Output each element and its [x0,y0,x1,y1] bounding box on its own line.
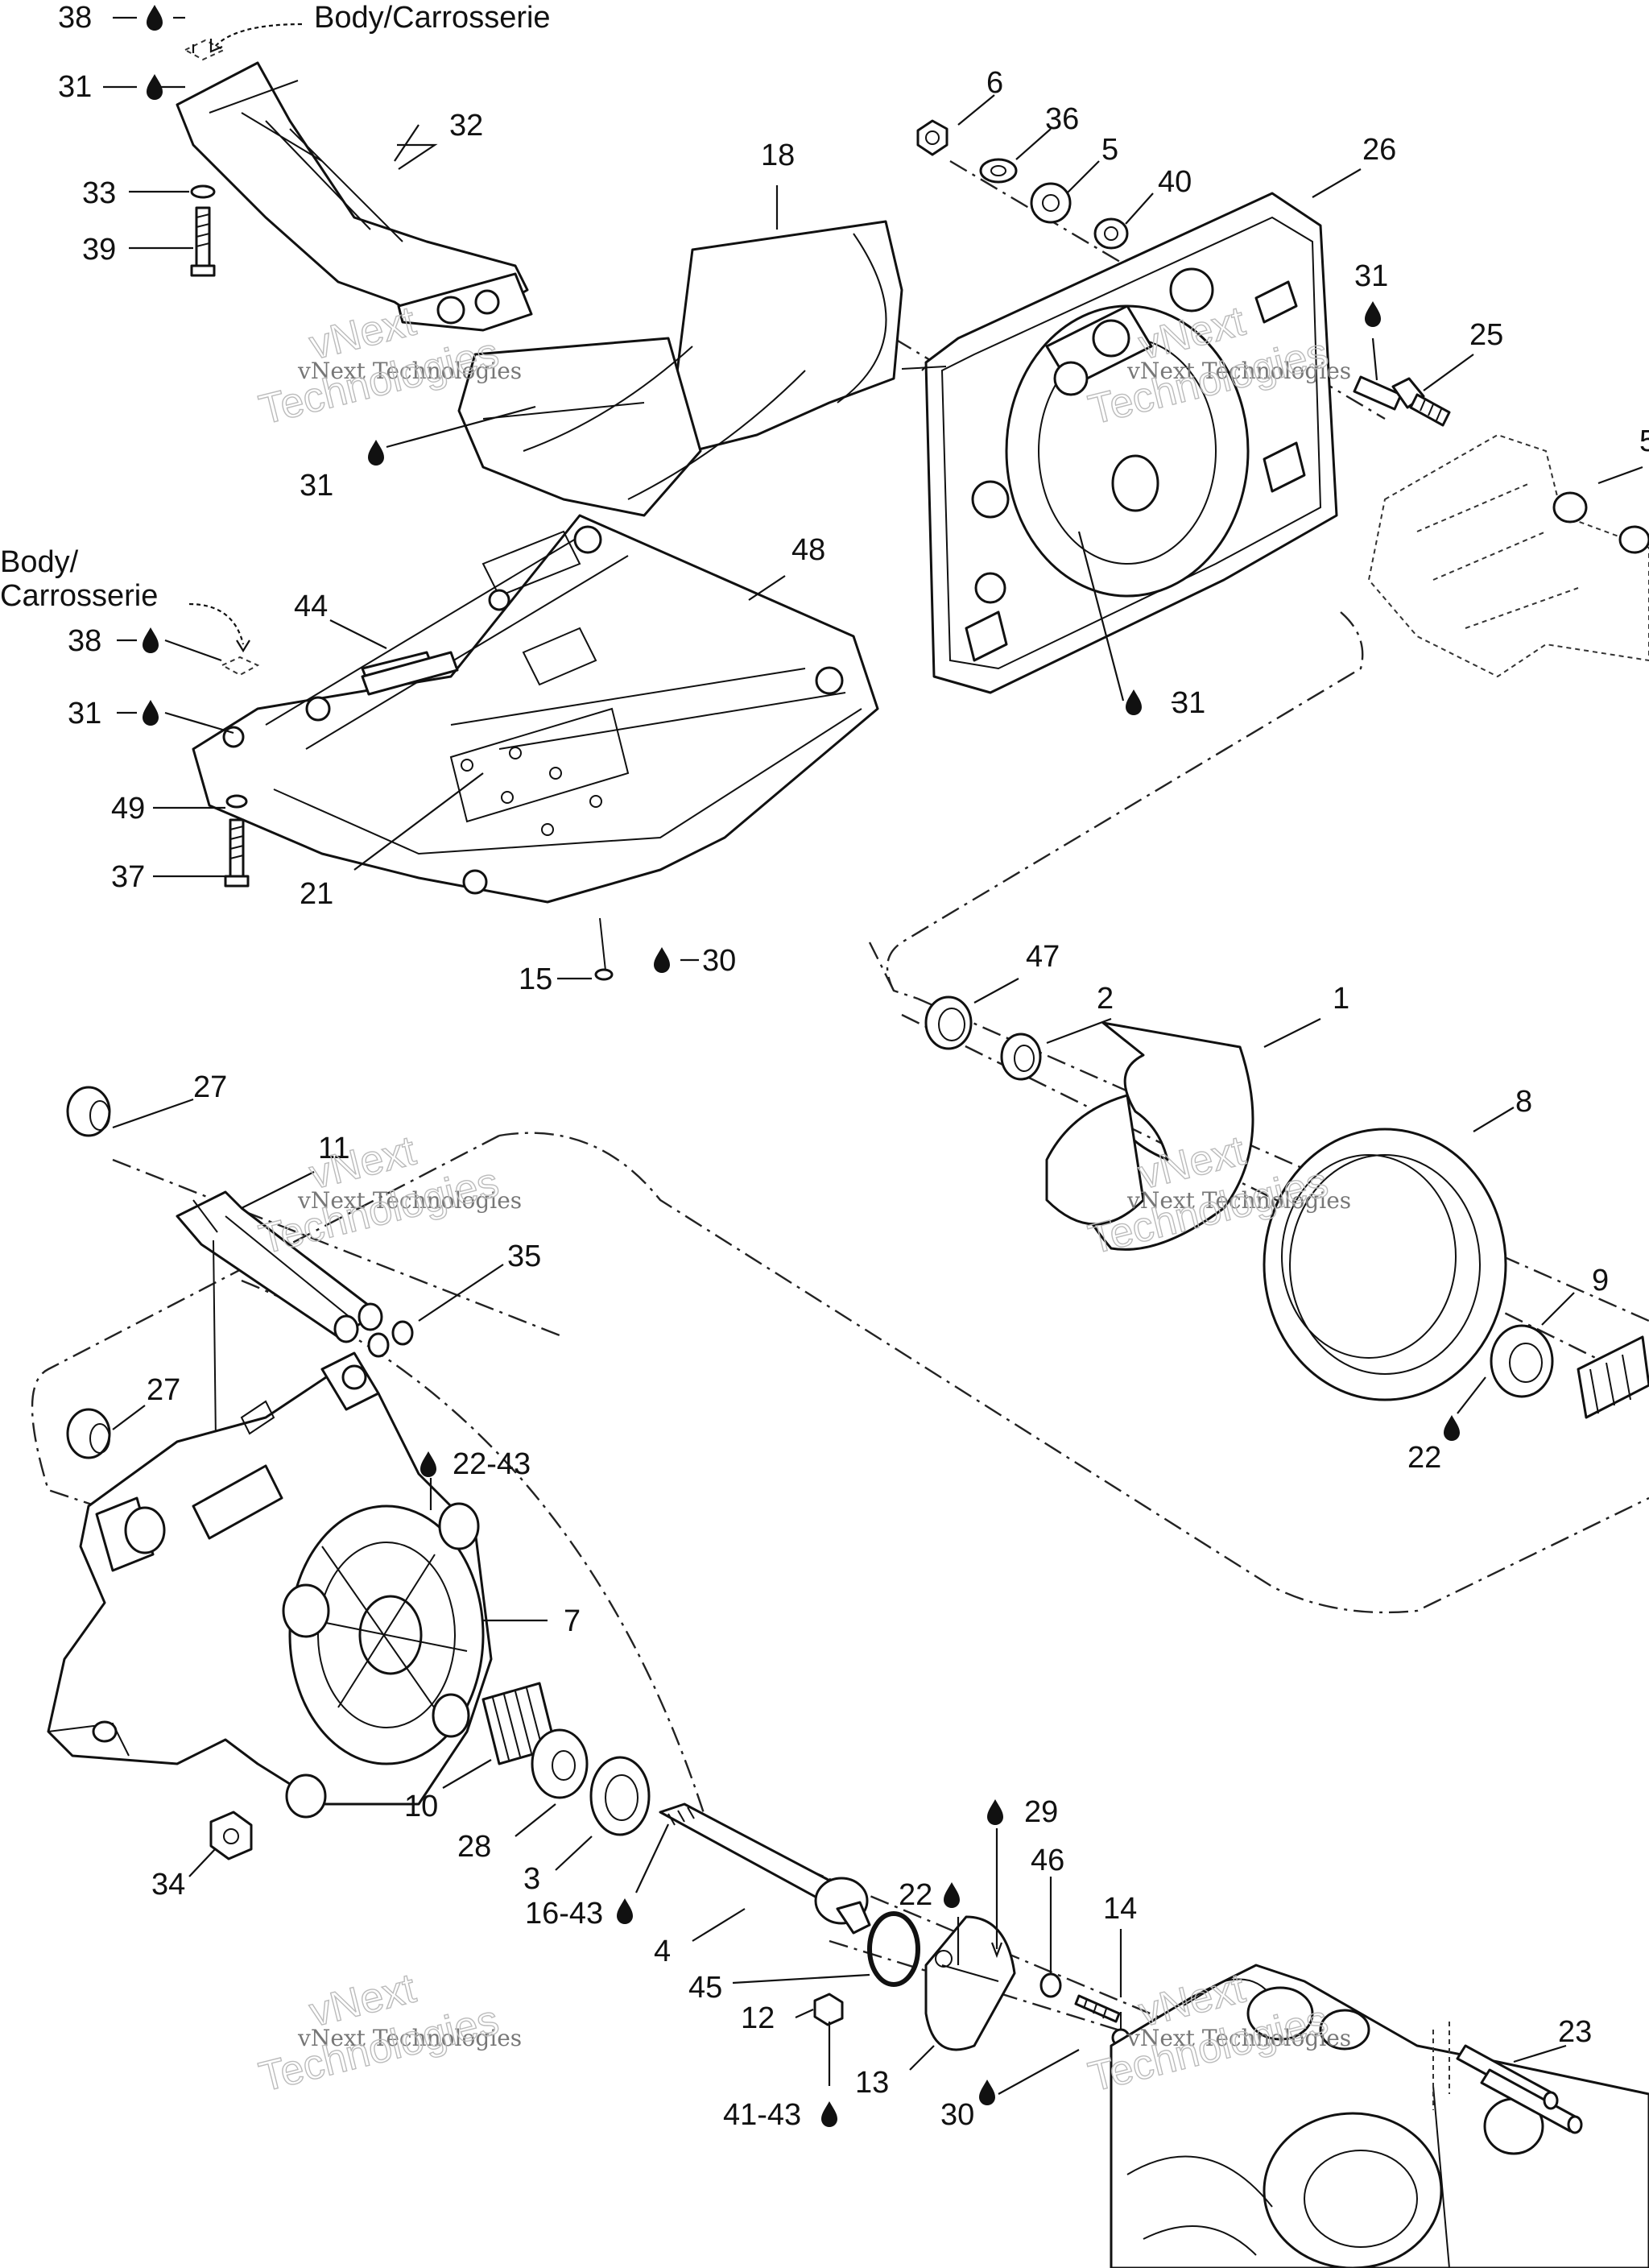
body-label-left-line1: Body/ [0,545,79,579]
body-labels: Body/Carrosserie Body/ Carrosserie [0,1,551,613]
callout-15: 15 [519,962,552,996]
callout-37: 37 [111,860,145,894]
callout-labels: 38 31 32 33 39 18 31 6 36 5 40 26 31 25 … [58,1,1649,2132]
callout-21: 21 [300,877,333,911]
part-23-pins [1432,2022,1583,2134]
callout-1: 1 [1333,982,1349,1016]
callout-31: 31 [1172,686,1205,720]
svg-text:vNext Technologies: vNext Technologies [1126,2025,1351,2051]
callout-3: 3 [523,1862,540,1896]
callout-6: 6 [986,66,1003,100]
svg-text:vNext Technologies: vNext Technologies [297,358,522,384]
hardware-top-left [183,39,226,277]
svg-text:vNext Technologies: vNext Technologies [297,1187,522,1214]
callout-49: 49 [111,792,145,826]
svg-text:vNext Technologies: vNext Technologies [1126,1187,1351,1214]
callout-5: 5 [1101,133,1118,167]
callout-8: 8 [1515,1085,1532,1119]
callout-5: 5 [1639,424,1649,458]
callout-25: 25 [1469,318,1503,352]
part-26-housing [901,192,1338,694]
callout-46: 46 [1031,1844,1064,1877]
callout-41-43: 41-43 [723,2098,801,2132]
callout-40: 40 [1158,165,1192,199]
callout-38: 38 [58,1,92,35]
venturi-housing [1110,1964,1649,2268]
callout-35: 35 [507,1240,541,1273]
callout-31: 31 [58,70,92,104]
callout-45: 45 [688,1971,722,2005]
body-label-left-line2: Carrosserie [0,579,158,613]
callout-44: 44 [294,590,328,623]
callout-23: 23 [1558,2015,1592,2049]
hardware-6-36-5-40 [916,119,1129,250]
svg-text:vNext Technologies: vNext Technologies [1126,358,1351,384]
part-25-stud [1353,375,1451,427]
callout-38: 38 [68,624,101,658]
part-34-nut [209,1811,253,1860]
callout-2: 2 [1097,982,1114,1016]
part-7-pump-housing [47,1351,493,1819]
callout-33: 33 [82,176,116,210]
watermark: vNext Technologies vNext Technologies [254,1964,522,2101]
callout-27: 27 [147,1373,180,1407]
callout-11: 11 [318,1132,349,1165]
callout-16-43: 16-43 [525,1897,603,1931]
callout-18: 18 [761,139,795,172]
parts-11-27-35 [66,1086,414,1459]
callout-26: 26 [1362,133,1396,167]
svg-text:vNext Technologies: vNext Technologies [297,2025,522,2051]
hardware-left-mid [220,656,614,981]
callout-47: 47 [1026,940,1060,974]
callout-31: 31 [1354,259,1388,293]
callout-10: 10 [404,1790,438,1823]
callout-4: 4 [654,1935,671,1968]
parts-47-2-1-8-9 [924,995,1649,1419]
callout-14: 14 [1103,1892,1137,1926]
leader-lines [103,16,1643,2095]
callout-30: 30 [940,2098,974,2132]
callout-30: 30 [702,944,736,978]
callout-39: 39 [82,233,116,267]
ghost-bracket-right [1367,433,1649,678]
part-48-plate [192,514,879,904]
parts-45-12-13-46-14 [813,1911,1130,2051]
callout-22-43: 22-43 [453,1447,531,1481]
callout-34: 34 [151,1868,185,1902]
callout-32: 32 [449,109,483,143]
callout-36: 36 [1045,102,1079,136]
callout-28: 28 [457,1830,491,1864]
callout-48: 48 [791,533,825,567]
part-18-cowl [457,220,903,517]
parts-10-28-3-4 [481,1682,871,1935]
callout-27: 27 [193,1070,227,1104]
callout-12: 12 [741,2001,775,2035]
body-label-top: Body/Carrosserie [314,1,551,35]
callout-22: 22 [899,1878,932,1912]
callout-9: 9 [1592,1264,1609,1297]
part-32-bracket [176,61,533,332]
callout-22: 22 [1407,1441,1441,1475]
callout-31: 31 [300,469,333,503]
callout-13: 13 [855,2066,889,2100]
callout-31: 31 [68,697,101,730]
part-44-strip [361,651,459,696]
callout-7: 7 [564,1604,581,1638]
callout-29: 29 [1024,1795,1058,1829]
